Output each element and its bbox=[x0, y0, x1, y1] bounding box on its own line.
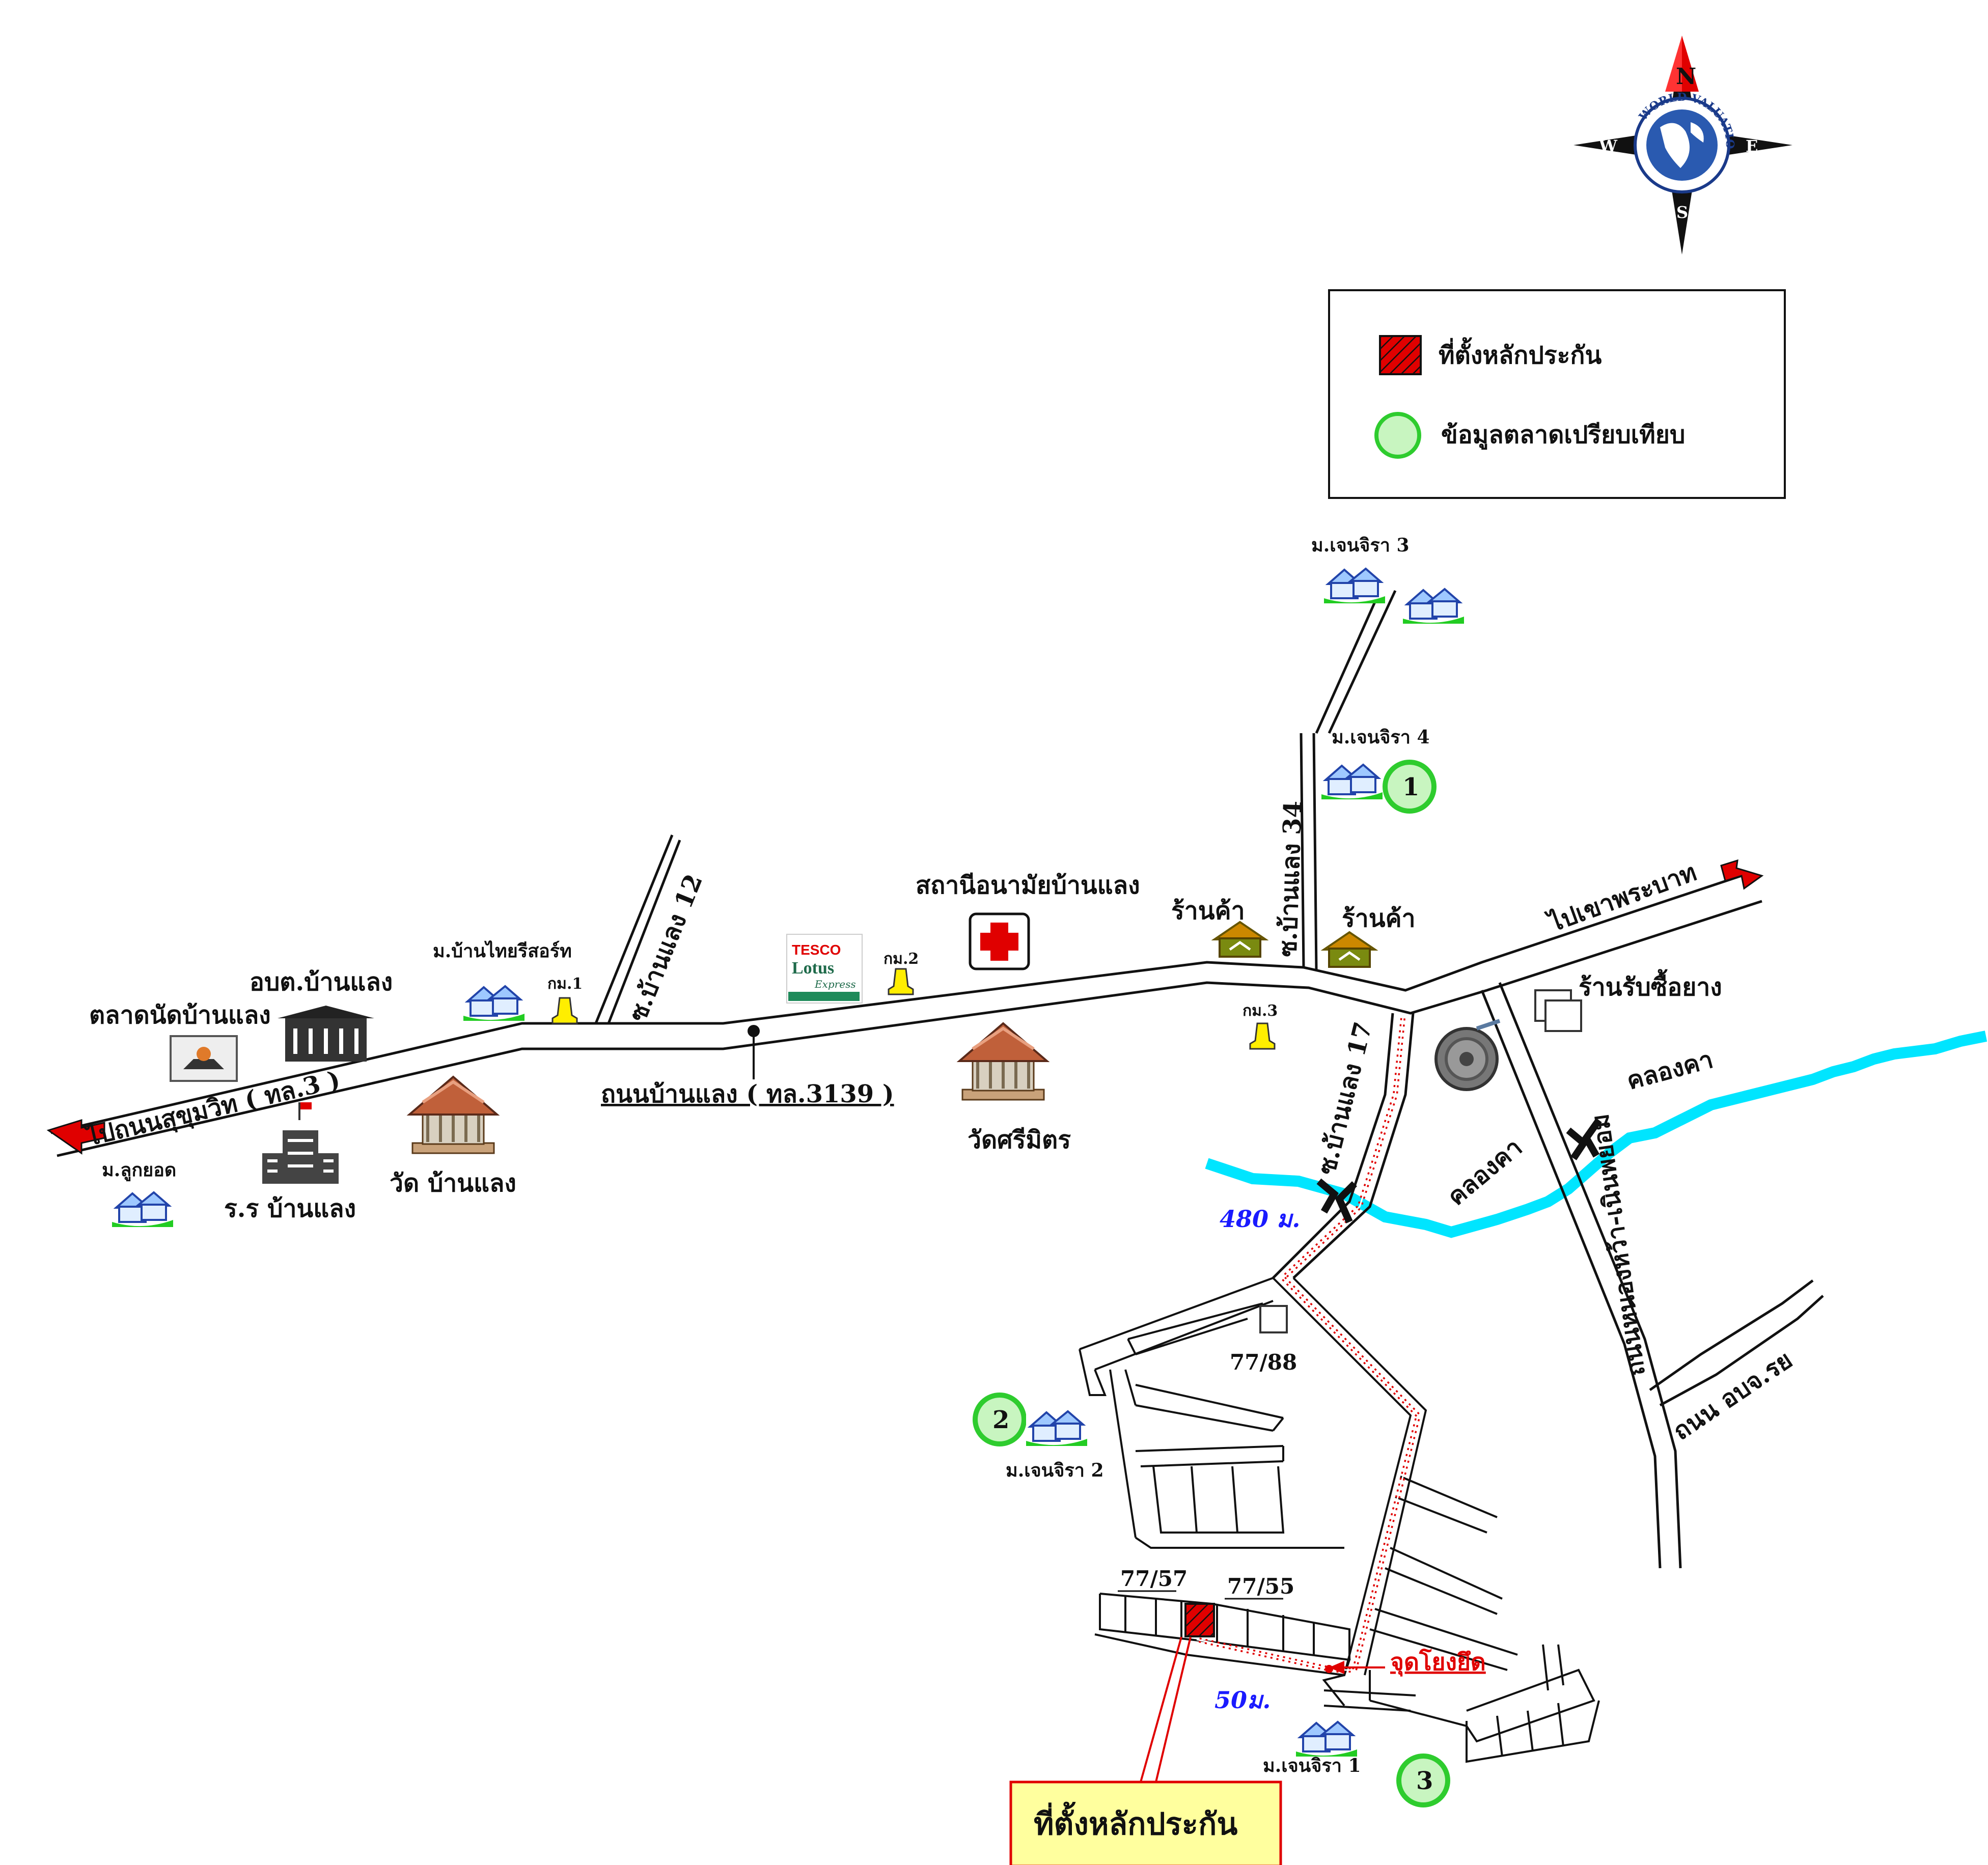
compass-rose: N W E S WORLD VALUATION bbox=[0, 0, 1792, 255]
label-health-station: สถานีอนามัยบ้านแลง bbox=[916, 871, 1140, 900]
label-jen2: ม.เจนจิรา 2 bbox=[1006, 1460, 1104, 1481]
market-icon bbox=[170, 1035, 238, 1082]
label-km1: กม.1 bbox=[547, 975, 583, 993]
road-label-soi17: ซ.บ้านแลง 17 bbox=[1312, 1019, 1378, 1178]
temple-icon-ban-laeng bbox=[409, 1077, 497, 1153]
village-icon-jen4 bbox=[1320, 758, 1384, 800]
road-label-abj: ถนน อบจ.รย bbox=[1668, 1346, 1798, 1446]
compass-e: E bbox=[1746, 136, 1758, 156]
label-wat-ban-laeng: วัด บ้านแลง bbox=[390, 1169, 516, 1198]
legend-collateral-label: ที่ตั้งหลักประกัน bbox=[1439, 337, 1602, 370]
collateral-parcel bbox=[1184, 1603, 1215, 1637]
canal-label-2: คลองคา bbox=[1442, 1133, 1528, 1211]
km-marker-icon-1 bbox=[551, 997, 578, 1024]
label-km2: กม.2 bbox=[883, 950, 919, 968]
comparable-marker-2: 2 bbox=[973, 1393, 1027, 1446]
label-50m: 50ม. bbox=[1214, 1686, 1271, 1714]
label-77-57: 77/57 bbox=[1120, 1566, 1188, 1591]
road-label-soi34: ซ.บ้านแลง 34 bbox=[1274, 800, 1308, 958]
svg-text:Express: Express bbox=[814, 978, 856, 990]
label-market: ตลาดนัดบ้านแลง bbox=[89, 1001, 271, 1029]
village-icon-jen1 bbox=[1295, 1715, 1358, 1758]
comparable-marker-3: 3 bbox=[1396, 1753, 1450, 1807]
building-icon-rubber bbox=[1534, 989, 1582, 1032]
legend: ที่ตั้งหลักประกัน ข้อมูลตลาดเปรียบเทียบ bbox=[1328, 289, 1786, 499]
callout-leader bbox=[1139, 1636, 1192, 1783]
roundabout-icon bbox=[1434, 1019, 1501, 1091]
school-icon bbox=[262, 1102, 339, 1184]
bridge-icon bbox=[1316, 1118, 1602, 1223]
legend-comparable-label: ข้อมูลตลาดเปรียบเทียบ bbox=[1441, 421, 1685, 450]
svg-text:ที่ตั้งหลักประกัน: ที่ตั้งหลักประกัน bbox=[1034, 1801, 1237, 1842]
label-km3: กม.3 bbox=[1242, 1002, 1278, 1020]
legend-collateral-swatch bbox=[1379, 335, 1422, 375]
compass-w: W bbox=[1598, 136, 1618, 156]
svg-text:3: 3 bbox=[1416, 1767, 1433, 1795]
svg-text:TESCO: TESCO bbox=[792, 942, 841, 958]
label-thai-resort: ม.บ้านไทยรีสอร์ท bbox=[433, 940, 572, 962]
reference-point bbox=[1325, 1661, 1385, 1674]
village-icon-thai-resort bbox=[462, 979, 526, 1022]
shop-icon-1 bbox=[1214, 922, 1265, 957]
label-shop-2: ร้านค้า bbox=[1342, 904, 1416, 933]
subdivision-streets bbox=[1079, 1277, 1600, 1763]
km-marker-icon-3 bbox=[1249, 1022, 1276, 1050]
village-icon-luk-yot bbox=[111, 1185, 174, 1228]
svg-text:1: 1 bbox=[1402, 773, 1419, 801]
svg-text:2: 2 bbox=[992, 1406, 1009, 1434]
label-sao: อบต.บ้านแลง bbox=[250, 968, 393, 996]
road-label-right-vertical: ถนนหนองหว้า-เนินพยอม bbox=[1586, 1112, 1651, 1378]
road-label-pointer-dot bbox=[748, 1025, 760, 1037]
compass-ring-text: WORLD VALUATION bbox=[0, 0, 1736, 149]
comparable-marker-1: 1 bbox=[1383, 760, 1437, 814]
road-label-soi12: ซ.บ้านแลง 12 bbox=[623, 870, 708, 1025]
canal bbox=[1205, 1031, 1987, 1238]
temple-icon-sri-mit bbox=[959, 1023, 1047, 1100]
route-path bbox=[1196, 1018, 1421, 1673]
collateral-callout: ที่ตั้งหลักประกัน bbox=[1009, 1780, 1282, 1865]
canal-label-1: คลองคา bbox=[1624, 1045, 1716, 1096]
label-reference-point: จุดโยงยึด bbox=[1390, 1648, 1486, 1677]
svg-text:Lotus: Lotus bbox=[792, 959, 834, 978]
label-school: ร.ร บ้านแลง bbox=[224, 1194, 356, 1223]
compass-n: N bbox=[1676, 64, 1696, 90]
legend-comparable-swatch bbox=[1374, 412, 1421, 459]
right-arrow-icon bbox=[1720, 859, 1764, 890]
compass-s: S bbox=[1676, 203, 1688, 222]
label-480m: 480 ม. bbox=[1220, 1205, 1300, 1233]
km-marker-icon-2 bbox=[888, 968, 914, 995]
label-shop-1: ร้านค้า bbox=[1171, 897, 1245, 925]
shop-icon-2 bbox=[1324, 932, 1375, 967]
building-icon-7788 bbox=[1259, 1305, 1288, 1333]
left-arrow-icon bbox=[46, 1119, 105, 1155]
government-building-icon bbox=[278, 1006, 374, 1062]
village-icon-jen3-b bbox=[1402, 582, 1465, 625]
road-label-ban-laeng: ถนนบ้านแลง ( ทล.3139 ) bbox=[601, 1080, 894, 1108]
tesco-lotus-logo: TESCO Lotus Express bbox=[786, 934, 863, 1004]
label-wat-sri-mit: วัดศรีมิตร bbox=[968, 1126, 1071, 1154]
village-icon-jen2 bbox=[1025, 1404, 1088, 1447]
label-rubber-shop: ร้านรับซื้อยาง bbox=[1579, 969, 1722, 1001]
label-luk-yot: ม.ลูกยอด bbox=[102, 1159, 176, 1182]
label-jen3: ม.เจนจิรา 3 bbox=[1311, 535, 1410, 556]
village-icon-jen3-a bbox=[1323, 562, 1386, 604]
label-77-55: 77/55 bbox=[1227, 1574, 1294, 1599]
label-77-88: 77/88 bbox=[1230, 1350, 1297, 1375]
label-jen4: ม.เจนจิรา 4 bbox=[1332, 727, 1430, 748]
label-jen1: ม.เจนจิรา 1 bbox=[1263, 1755, 1361, 1776]
hospital-icon bbox=[969, 912, 1030, 970]
